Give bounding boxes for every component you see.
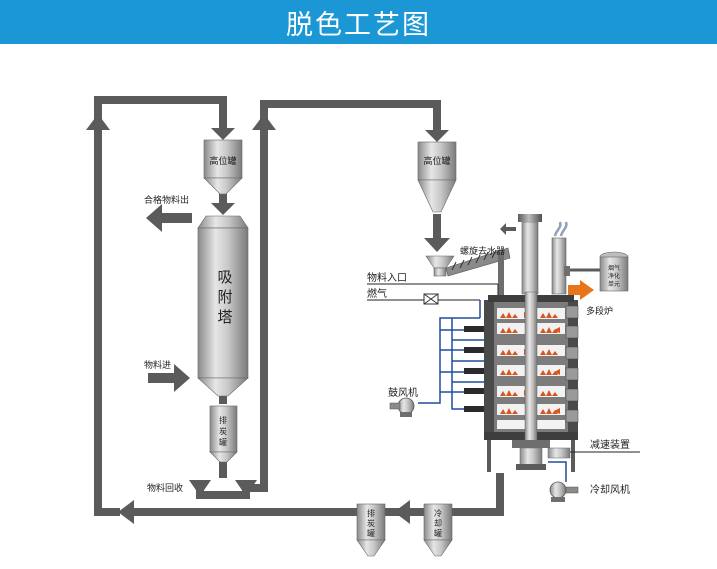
label-tower-3: 塔 bbox=[217, 308, 232, 326]
label-tower-2: 附 bbox=[217, 288, 232, 306]
flue-gas-purification-unit: 烟气 净化 单元 bbox=[599, 251, 629, 292]
adsorption-tower: 吸 附 塔 bbox=[197, 215, 249, 397]
blower bbox=[389, 397, 415, 417]
label-material-inlet: 物料入口 bbox=[367, 271, 407, 284]
page-title: 脱色工艺图 bbox=[286, 9, 431, 41]
furnace-flames bbox=[500, 312, 558, 414]
reducer-gearbox bbox=[547, 447, 571, 459]
label-carbon-2: 炭 bbox=[219, 427, 227, 436]
bottom-carbon-tank: 排 炭 罐 bbox=[356, 503, 386, 557]
material-in-arrow bbox=[148, 364, 190, 392]
label-cool-1: 冷 bbox=[434, 508, 442, 518]
label-fuel-gas: 燃气 bbox=[367, 287, 387, 300]
label-bottom-carbon-2: 炭 bbox=[367, 519, 375, 528]
label-flue-2: 净化 bbox=[608, 272, 620, 280]
label-carbon-1: 排 bbox=[219, 415, 227, 425]
gas-valve bbox=[423, 293, 439, 305]
screw-dewaterer bbox=[425, 247, 511, 296]
label-cool-2: 却 bbox=[434, 518, 442, 528]
side-burners bbox=[565, 305, 579, 423]
label-flue-3: 单元 bbox=[608, 280, 620, 288]
screw-feed-arrow bbox=[424, 238, 450, 252]
label-cool-3: 罐 bbox=[434, 528, 442, 538]
right-high-tank: 高位罐 bbox=[417, 141, 457, 213]
left-carbon-tank: 排 炭 罐 bbox=[209, 405, 238, 463]
cooling-fan bbox=[548, 461, 579, 502]
process-diagram: 高位罐 吸 附 塔 合格物料出 物料进 排 炭 罐 物料回收 高位罐 bbox=[86, 96, 640, 557]
title-bar: 脱色工艺图 bbox=[0, 0, 717, 44]
left-high-tank: 高位罐 bbox=[203, 139, 243, 195]
label-screw-dewater: 螺旋去水器 bbox=[460, 245, 505, 257]
label-right-tank: 高位罐 bbox=[423, 155, 450, 167]
multi-hearth-furnace bbox=[484, 291, 579, 472]
label-cooling-fan: 冷却风机 bbox=[590, 483, 630, 496]
label-multi-hearth: 多段炉 bbox=[586, 305, 613, 317]
qualified-output-arrow bbox=[146, 204, 192, 232]
label-left-tank: 高位罐 bbox=[209, 155, 236, 167]
cooling-tank: 冷 却 罐 bbox=[423, 503, 453, 557]
label-tower-1: 吸 bbox=[217, 268, 232, 286]
label-blower: 鼓风机 bbox=[388, 386, 418, 399]
label-qualified-out: 合格物料出 bbox=[144, 194, 189, 206]
flue-connector bbox=[564, 266, 600, 300]
exhaust-stack bbox=[500, 214, 568, 295]
label-bottom-carbon-3: 罐 bbox=[367, 528, 375, 538]
pipe-arrows bbox=[86, 114, 449, 524]
label-carbon-3: 罐 bbox=[219, 437, 227, 447]
label-reducer: 减速装置 bbox=[590, 438, 630, 451]
label-bottom-carbon-1: 排 bbox=[367, 508, 375, 518]
label-material-in: 物料进 bbox=[144, 359, 171, 371]
label-flue-1: 烟气 bbox=[608, 264, 620, 272]
burner-nozzles bbox=[464, 326, 484, 412]
label-material-recovery: 物料回收 bbox=[147, 482, 183, 494]
